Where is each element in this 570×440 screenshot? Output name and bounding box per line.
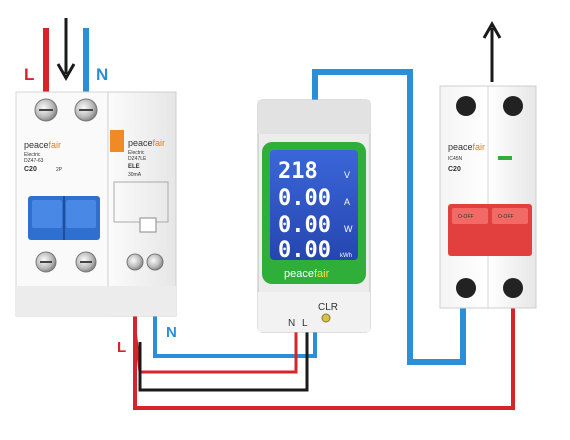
supply-live-label: L <box>24 65 34 84</box>
left-breaker-assembly: peacefair Electric DZ47-63 C20 2P peacef… <box>15 91 177 317</box>
svg-text:peacefair: peacefair <box>448 142 485 152</box>
energy-meter: 218 V 0.00 A 0.00 W 0.00 kWh peacefair C… <box>257 99 371 333</box>
voltage-unit: V <box>344 170 350 180</box>
svg-text:peacefair: peacefair <box>128 138 165 148</box>
current-reading: 0.00 <box>278 186 331 211</box>
return-wire <box>138 326 309 392</box>
live-to-meter-wire <box>133 326 298 374</box>
power-reading: 0.00 <box>278 213 331 238</box>
energy-unit: kWh <box>340 253 352 259</box>
right-breaker: peacefair IC45N C20 O-OFF O-OFF <box>439 85 537 309</box>
terminal-n-label: N <box>288 318 295 329</box>
svg-text:O-OFF: O-OFF <box>458 214 474 220</box>
meter-brand: peacefair <box>284 268 330 280</box>
svg-text:C20: C20 <box>448 166 461 173</box>
terminal-screw-icon <box>126 253 144 271</box>
terminal-screw-icon <box>503 278 523 298</box>
terminal-l-label: L <box>302 318 308 329</box>
meter-display <box>270 150 358 260</box>
svg-text:DZ47-63: DZ47-63 <box>24 158 44 164</box>
svg-text:2P: 2P <box>56 167 63 173</box>
neutral-output-wire <box>312 69 466 365</box>
arrow-down-icon <box>56 18 76 82</box>
terminal-screw-icon <box>456 96 476 116</box>
svg-text:peacefair: peacefair <box>24 140 61 150</box>
svg-text:DZ47LE: DZ47LE <box>128 156 147 162</box>
voltage-reading: 218 <box>278 159 318 184</box>
svg-text:IC45N: IC45N <box>448 156 463 162</box>
svg-text:C20: C20 <box>24 166 37 173</box>
arrow-up-icon <box>482 20 502 82</box>
terminal-screw-icon <box>503 96 523 116</box>
power-unit: W <box>344 224 353 234</box>
svg-text:O-OFF: O-OFF <box>498 214 514 220</box>
meter-neutral-label: N <box>166 324 177 341</box>
svg-text:ELE: ELE <box>128 164 140 170</box>
clear-button[interactable] <box>321 313 331 323</box>
meter-live-label: L <box>117 339 126 356</box>
svg-text:Electric: Electric <box>24 152 41 158</box>
current-unit: A <box>344 197 350 207</box>
energy-reading: 0.00 <box>278 238 331 263</box>
terminal-screw-icon <box>456 278 476 298</box>
clear-button-label: CLR <box>318 302 338 313</box>
svg-text:30mA: 30mA <box>128 172 142 178</box>
terminal-screw-icon <box>146 253 164 271</box>
supply-neutral-label: N <box>96 65 108 84</box>
svg-text:Electric: Electric <box>128 150 145 156</box>
rcd-test-button[interactable] <box>139 217 157 233</box>
